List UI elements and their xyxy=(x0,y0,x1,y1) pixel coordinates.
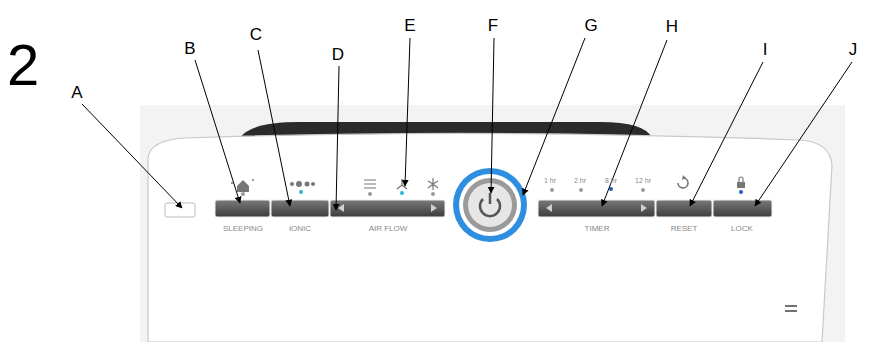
sleeping-button xyxy=(215,200,270,217)
lock-button xyxy=(713,200,772,217)
housing xyxy=(148,133,832,342)
reset-button xyxy=(656,200,712,217)
lock-icon xyxy=(739,177,743,182)
leader-line xyxy=(405,38,410,186)
leader-line xyxy=(523,38,585,195)
button-label: AIR FLOW xyxy=(369,225,408,233)
leader-line xyxy=(195,60,240,203)
leader-line xyxy=(602,40,667,206)
power-symbol xyxy=(489,193,492,204)
indicator xyxy=(739,190,743,194)
ionic-button xyxy=(271,200,329,217)
leader-line xyxy=(690,62,763,206)
callout-letter: H xyxy=(665,18,679,35)
callout-letter: E xyxy=(403,17,416,34)
ion-dot xyxy=(305,182,310,187)
timer-option: 2 hr xyxy=(574,177,586,184)
button-label: IONIC xyxy=(289,225,311,233)
power-button xyxy=(453,168,527,242)
indicator xyxy=(579,188,583,192)
fan-low-icon xyxy=(364,180,376,188)
lock-icon xyxy=(737,182,745,188)
leader-line xyxy=(336,66,339,210)
callout-letter: I xyxy=(762,41,769,58)
vent-mark xyxy=(785,306,797,311)
callout-letter: J xyxy=(848,41,859,58)
fan-high-icon xyxy=(428,178,438,190)
power-bezel xyxy=(463,178,517,232)
reset-icon xyxy=(682,175,686,180)
indicator-dots xyxy=(241,187,743,196)
button-label: RESET xyxy=(671,225,698,233)
indicator xyxy=(550,188,554,192)
star-dot xyxy=(231,182,233,184)
callout-letter: G xyxy=(583,17,598,34)
ion-dot xyxy=(290,182,294,186)
indicator xyxy=(368,192,372,196)
indicator xyxy=(400,191,404,195)
callout-letter: C xyxy=(249,26,263,43)
timer-option: 1 hr xyxy=(544,177,556,184)
leader-line xyxy=(755,62,852,206)
callout-letter: B xyxy=(183,40,196,57)
timer-option: 12 hr xyxy=(635,177,651,184)
power-ring xyxy=(453,168,527,242)
leader-line xyxy=(491,38,494,193)
sensor-window xyxy=(165,203,195,217)
button-label: SLEEPING xyxy=(223,225,263,233)
figure-number: 2 xyxy=(6,36,40,94)
ion-dot xyxy=(296,181,302,187)
house-icon xyxy=(237,180,249,192)
button-label: LOCK xyxy=(731,225,753,233)
leader-line xyxy=(258,50,290,206)
callout-letter: A xyxy=(70,84,83,101)
callout-letter: D xyxy=(331,46,345,63)
power-ring-inner xyxy=(459,174,521,236)
leader-line xyxy=(82,104,182,208)
indicator xyxy=(241,192,245,196)
timer-option: 8 hr xyxy=(605,177,617,184)
indicator xyxy=(641,188,645,192)
mode-icons xyxy=(231,175,745,192)
star-dot xyxy=(252,179,254,181)
power-face xyxy=(468,183,512,227)
callout-letter: F xyxy=(487,17,499,34)
button-label: TIMER xyxy=(585,225,610,233)
indicator xyxy=(299,190,303,194)
indicator xyxy=(431,192,435,196)
timer-button xyxy=(538,200,655,217)
leader-lines xyxy=(82,38,852,210)
ion-dot xyxy=(311,182,315,186)
airflow-button xyxy=(330,200,445,217)
